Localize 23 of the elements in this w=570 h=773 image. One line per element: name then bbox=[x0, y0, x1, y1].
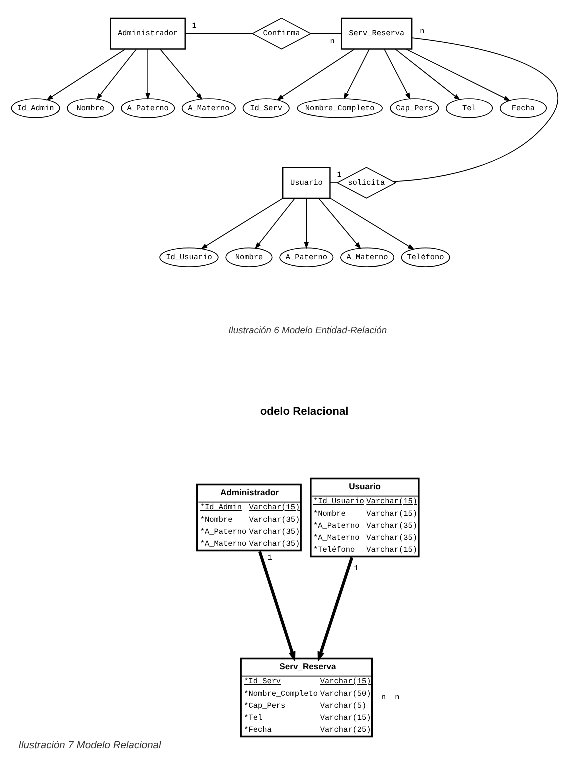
arrow bbox=[344, 48, 370, 100]
arrow bbox=[160, 48, 203, 100]
arrow bbox=[96, 48, 137, 100]
arrow bbox=[46, 48, 126, 100]
arrow bbox=[318, 198, 362, 249]
connector bbox=[330, 182, 338, 183]
connector bbox=[310, 32, 342, 34]
arrow bbox=[276, 48, 355, 100]
arrow bbox=[200, 198, 284, 250]
arrow bbox=[395, 48, 461, 100]
arrow bbox=[406, 48, 511, 101]
connector bbox=[393, 37, 558, 182]
arrow bbox=[255, 198, 296, 249]
arrow bbox=[146, 48, 150, 100]
caption: Ilustración 7 Modelo Relacional bbox=[18, 740, 162, 751]
arrow bbox=[258, 550, 296, 662]
arrow bbox=[330, 198, 415, 250]
label: Ilustración 6 Modelo Entidad-Relación bbox=[228, 324, 388, 336]
arrow bbox=[318, 556, 354, 662]
arrow bbox=[384, 48, 411, 100]
arrow bbox=[304, 198, 310, 249]
label: odelo Relacional bbox=[260, 405, 349, 418]
connector bbox=[185, 32, 254, 34]
